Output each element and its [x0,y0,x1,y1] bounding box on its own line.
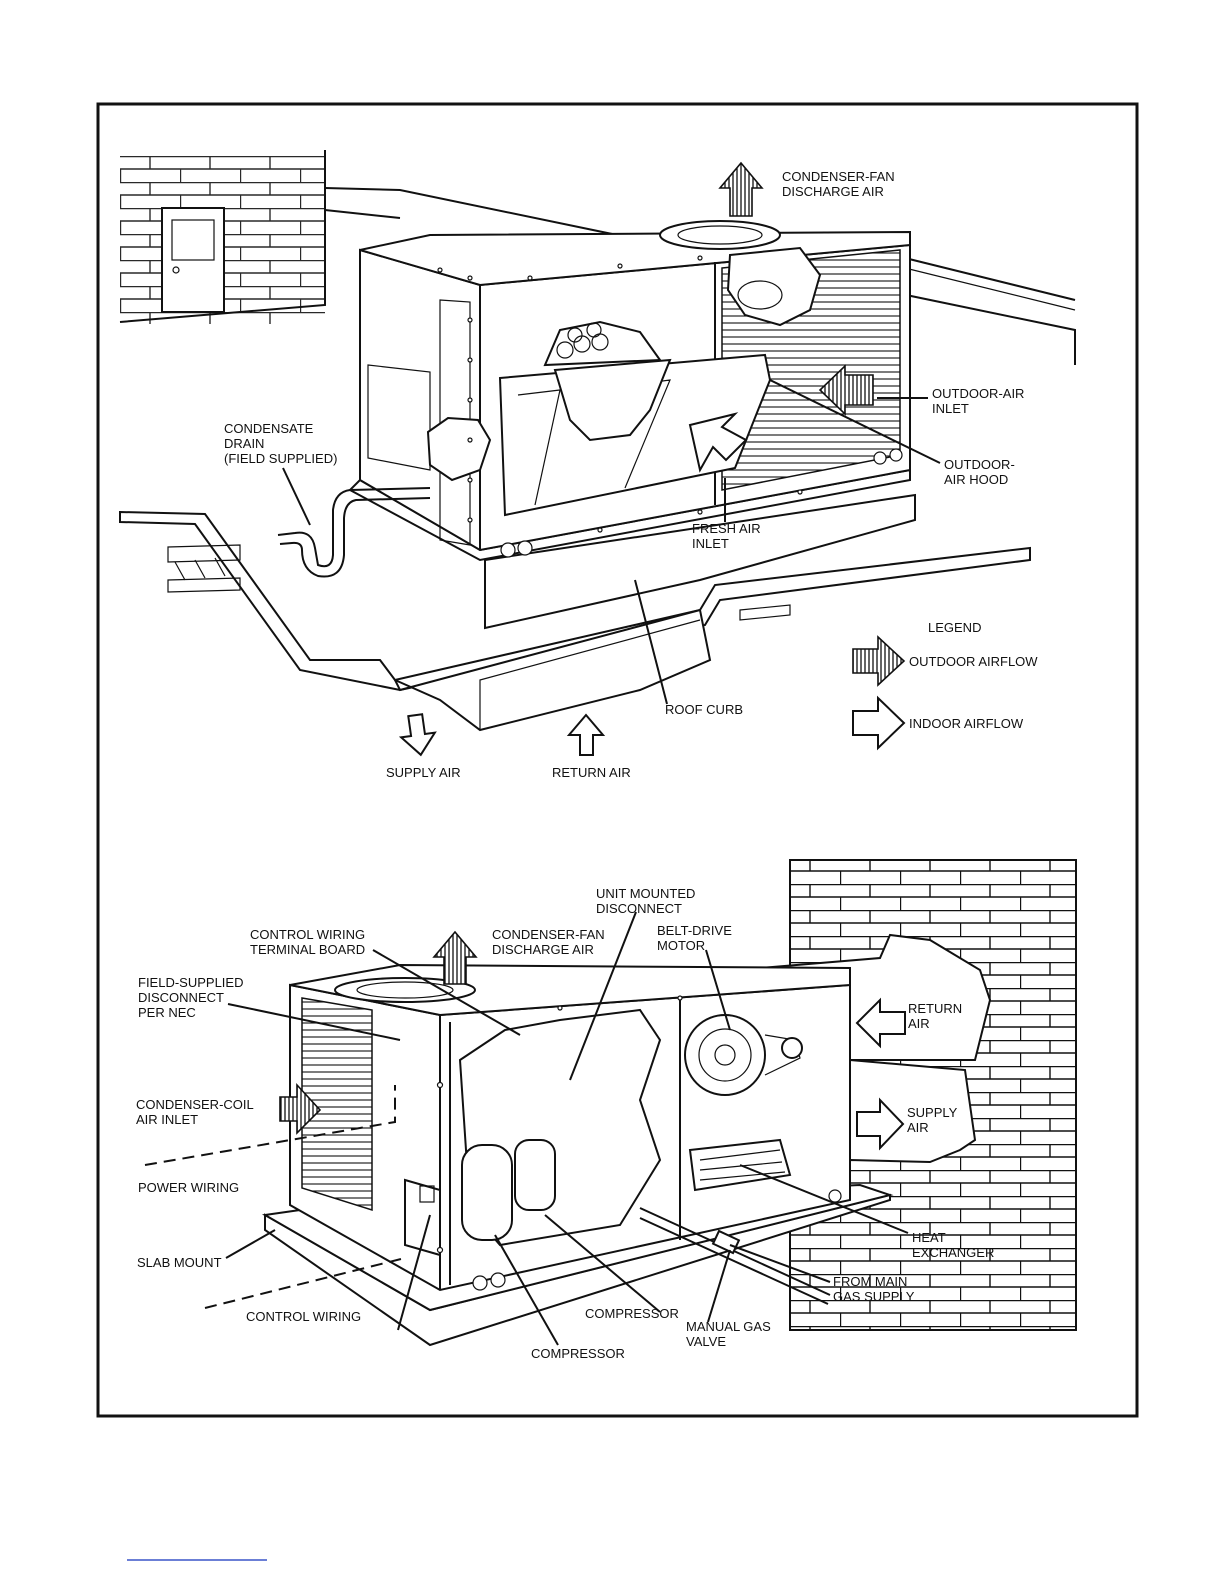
label-unit-mounted-disconnect-2: DISCONNECT [596,901,682,916]
brick-wall-top [119,150,326,324]
legend-title: LEGEND [928,620,981,635]
label-control-wiring-terminal-board-1: CONTROL WIRING [250,927,365,942]
label-manual-gas-valve-1: MANUAL GAS [686,1319,771,1334]
label-condensate-drain-3: (FIELD SUPPLIED) [224,451,337,466]
legend-indoor-arrow [852,695,906,751]
fresh-air-inlet-arrow [688,412,748,473]
label-condenser-fan-discharge-bottom-1: CONDENSER-FAN [492,927,605,942]
label-condensate-drain-2: DRAIN [224,436,264,451]
rooftop-unit-illustration [119,150,1076,732]
label-condenser-fan-discharge-bottom-2: DISCHARGE AIR [492,942,594,957]
top-leader-lines [282,379,941,705]
label-power-wiring: POWER WIRING [138,1180,239,1195]
label-supply-air-top: SUPPLY AIR [386,765,461,780]
label-fresh-air-inlet-2: INLET [692,536,729,551]
label-field-supplied-disconnect-2: DISCONNECT [138,990,224,1005]
supply-air-arrow [398,713,437,757]
label-heat-exchanger-1: HEAT [912,1230,946,1245]
label-control-wiring-terminal-board-2: TERMINAL BOARD [250,942,365,957]
label-unit-mounted-disconnect-1: UNIT MOUNTED [596,886,695,901]
svg-text:OUTDOOR-AIR HOOD: OUTDOOR-AIR HOOD [944,457,1015,487]
condenser-fan-discharge-arrow-bottom [432,930,478,985]
label-roof-curb: ROOF CURB [665,702,743,717]
label-return-air-top: RETURN AIR [552,765,631,780]
label-from-main-gas-supply-2: GAS SUPPLY [833,1289,915,1304]
return-air-arrow-bottom [855,997,906,1049]
legend-outdoor-airflow: OUTDOOR AIRFLOW [909,654,1038,669]
legend-indoor-airflow: INDOOR AIRFLOW [909,716,1024,731]
label-field-supplied-disconnect-3: PER NEC [138,1005,196,1020]
legend: LEGEND OUTDOOR AIRFLOW INDOOR AIRFLOW [852,620,1038,751]
label-return-air-bottom-2: AIR [908,1016,930,1031]
label-return-air-bottom-1: RETURN [908,1001,962,1016]
label-outdoor-air-inlet-2: INLET [932,401,969,416]
label-condenser-fan-discharge-2: DISCHARGE AIR [782,184,884,199]
label-outdoor-air-inlet-1: OUTDOOR-AIR [932,386,1024,401]
label-belt-drive-motor-1: BELT-DRIVE [657,923,732,938]
return-air-arrow [566,713,606,756]
label-condenser-coil-air-inlet-2: AIR INLET [136,1112,198,1127]
label-condenser-fan-discharge-1: CONDENSER-FAN [782,169,895,184]
label-manual-gas-valve-2: VALVE [686,1334,726,1349]
roof-deck [119,510,1031,692]
label-heat-exchanger-2: EXCHANGER [912,1245,994,1260]
label-outdoor-air-hood-2: AIR HOOD [944,472,1008,487]
bottom-leader-lines [225,911,909,1346]
outdoor-air-inlet-arrow [818,364,874,416]
label-supply-air-bottom-2: AIR [907,1120,929,1135]
roof-curb [484,493,916,630]
label-compressor-upper: COMPRESSOR [585,1306,679,1321]
label-belt-drive-motor-2: MOTOR [657,938,705,953]
figure-frame [96,102,1139,1418]
label-outdoor-air-hood-1: OUTDOOR- [944,457,1015,472]
supply-air-arrow-bottom [856,1097,905,1151]
condenser-fan-discharge-arrow [718,161,764,217]
label-supply-air-bottom-1: SUPPLY [907,1105,958,1120]
condenser-coil-inlet-arrow [279,1082,322,1135]
control-wiring-line [204,1257,406,1309]
label-control-wiring: CONTROL WIRING [246,1309,361,1324]
label-compressor-lower: COMPRESSOR [531,1346,625,1361]
slab-unit-illustration [261,859,1077,1347]
power-wiring-line [144,1085,396,1166]
label-condenser-coil-air-inlet-1: CONDENSER-COIL [136,1097,254,1112]
label-fresh-air-inlet-1: FRESH AIR [692,521,761,536]
label-from-main-gas-supply-1: FROM MAIN [833,1274,907,1289]
legend-outdoor-arrow [852,635,906,687]
label-slab-mount: SLAB MOUNT [137,1255,222,1270]
label-condensate-drain-1: CONDENSATE [224,421,314,436]
label-field-supplied-disconnect-1: FIELD-SUPPLIED [138,975,243,990]
